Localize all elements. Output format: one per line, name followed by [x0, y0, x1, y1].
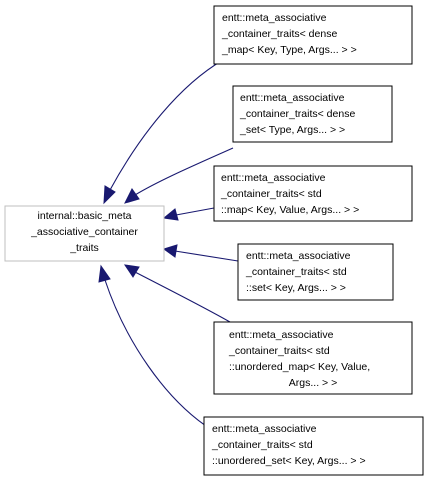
derived-node-line: entt::meta_associative — [221, 172, 326, 184]
derived-node-std-map[interactable]: entt::meta_associative _container_traits… — [213, 165, 413, 222]
derived-node-line: _container_traits< dense — [221, 28, 337, 40]
derived-node-line: entt::meta_associative — [229, 329, 334, 341]
edge-dense-map-arrowhead — [103, 185, 116, 205]
derived-node-line: entt::meta_associative — [240, 92, 345, 104]
base-node-line-3: _traits — [69, 242, 99, 254]
base-node-line-2: _associative_container — [30, 226, 138, 238]
edge-std-unordered-map-arrowhead — [123, 264, 140, 278]
derived-node-std-unordered-set[interactable]: entt::meta_associative _container_traits… — [203, 416, 424, 476]
derived-node-line: ::set< Key, Args... > > — [246, 282, 346, 294]
derived-node-box — [232, 85, 393, 143]
edge-std-set-arrowhead — [162, 244, 178, 258]
edge-std-unordered-set — [104, 279, 213, 431]
edge-std-unordered-map — [134, 271, 231, 323]
derived-node-line: ::map< Key, Value, Args... > > — [221, 204, 359, 216]
edge-dense-map — [109, 59, 224, 191]
derived-node-line: _set< Type, Args... > > — [239, 124, 345, 136]
derived-node-line: _container_traits< std — [211, 439, 313, 451]
derived-node-box — [237, 243, 394, 301]
derived-node-line: entt::meta_associative — [212, 423, 317, 435]
derived-node-line: ::unordered_map< Key, Value, — [229, 361, 370, 373]
edge-std-set — [174, 250, 239, 262]
edge-std-map — [175, 207, 215, 216]
derived-node-box — [203, 416, 424, 476]
derived-node-line: _container_traits< std — [228, 345, 330, 357]
edge-dense-set — [134, 147, 234, 196]
base-node-box — [4, 205, 165, 262]
base-node[interactable]: internal::basic_meta _associative_contai… — [4, 205, 165, 262]
edge-dense-set-arrowhead — [124, 188, 140, 204]
derived-node-dense-map[interactable]: entt::meta_associative _container_traits… — [213, 5, 413, 65]
derived-node-dense-set[interactable]: entt::meta_associative _container_traits… — [232, 85, 393, 143]
derived-node-line: Args... > > — [289, 377, 337, 389]
derived-node-line: _container_traits< std — [245, 266, 347, 278]
derived-node-line: _map< Key, Type, Args... > > — [221, 44, 357, 56]
edge-std-map-arrowhead — [162, 208, 179, 221]
derived-node-line: _container_traits< dense — [239, 108, 355, 120]
derived-node-box — [213, 5, 413, 65]
derived-node-line: _container_traits< std — [220, 188, 322, 200]
edge-std-unordered-set-arrowhead — [98, 264, 111, 283]
derived-node-std-set[interactable]: entt::meta_associative _container_traits… — [237, 243, 394, 301]
derived-node-box — [213, 321, 413, 395]
derived-node-std-unordered-map[interactable]: entt::meta_associative _container_traits… — [213, 321, 413, 395]
base-node-line-1: internal::basic_meta — [38, 210, 132, 222]
derived-node-box — [213, 165, 413, 222]
edges — [98, 59, 239, 431]
derived-node-line: entt::meta_associative — [222, 12, 327, 24]
derived-node-line: entt::meta_associative — [246, 250, 351, 262]
derived-node-line: ::unordered_set< Key, Args... > > — [212, 455, 366, 467]
